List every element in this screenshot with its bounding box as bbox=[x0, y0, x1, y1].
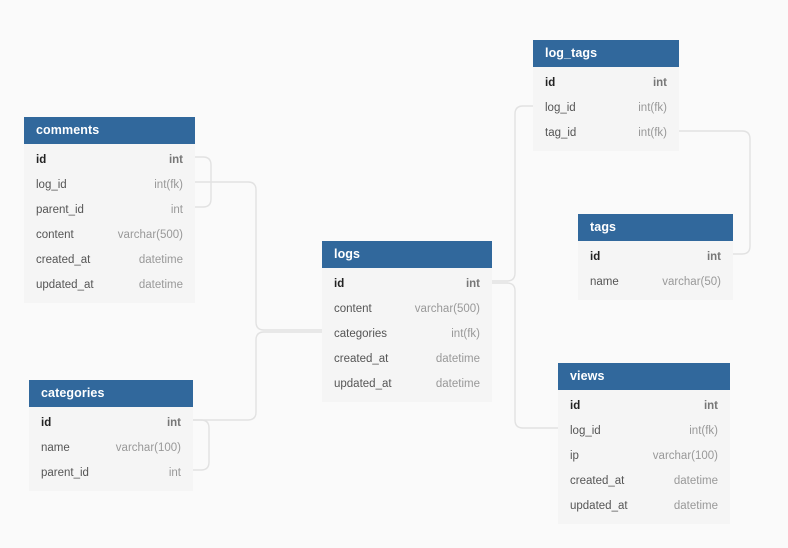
table-title-log_tags: log_tags bbox=[533, 40, 679, 67]
column-row[interactable]: name varchar(50) bbox=[578, 269, 733, 294]
column-type: varchar(500) bbox=[117, 228, 183, 241]
connector-categories-self bbox=[192, 419, 210, 471]
column-row[interactable]: updated_at datetime bbox=[24, 272, 195, 297]
column-name: log_id bbox=[545, 101, 576, 114]
column-name: name bbox=[590, 275, 619, 288]
table-title-views: views bbox=[558, 363, 730, 390]
column-name: id bbox=[545, 76, 556, 89]
column-name: created_at bbox=[570, 474, 625, 487]
column-type: int(fk) bbox=[154, 178, 183, 191]
table-columns-tags: id int name varchar(50) bbox=[578, 241, 733, 300]
column-row[interactable]: id int bbox=[578, 244, 733, 269]
table-title-tags: tags bbox=[578, 214, 733, 241]
column-name: categories bbox=[334, 327, 388, 340]
column-type: int bbox=[652, 76, 667, 89]
column-row[interactable]: created_at datetime bbox=[558, 468, 730, 493]
column-type: int(fk) bbox=[638, 101, 667, 114]
column-type: int bbox=[166, 416, 181, 429]
connector-comments-logs bbox=[194, 181, 323, 331]
connector-categories-logs bbox=[192, 331, 323, 421]
column-name: created_at bbox=[36, 253, 91, 266]
column-row[interactable]: parent_id int bbox=[24, 197, 195, 222]
column-type: datetime bbox=[138, 253, 183, 266]
column-name: parent_id bbox=[36, 203, 84, 216]
column-name: updated_at bbox=[36, 278, 94, 291]
table-columns-comments: id int log_id int(fk) parent_id int content var… bbox=[24, 144, 195, 303]
column-row[interactable]: id int bbox=[533, 70, 679, 95]
table-card-logs[interactable]: logs id int content varchar(500) categories in… bbox=[322, 241, 492, 402]
column-name: name bbox=[41, 441, 70, 454]
table-title-categories: categories bbox=[29, 380, 193, 407]
column-type: datetime bbox=[435, 352, 480, 365]
column-row[interactable]: created_at datetime bbox=[24, 247, 195, 272]
column-type: int bbox=[706, 250, 721, 263]
table-card-comments[interactable]: comments id int log_id int(fk) parent_id int co… bbox=[24, 117, 195, 303]
column-type: int bbox=[465, 277, 480, 290]
connector-logs-views bbox=[491, 282, 559, 429]
column-type: datetime bbox=[138, 278, 183, 291]
column-row[interactable]: id int bbox=[322, 271, 492, 296]
column-row[interactable]: created_at datetime bbox=[322, 346, 492, 371]
column-name: created_at bbox=[334, 352, 389, 365]
column-row[interactable]: updated_at datetime bbox=[558, 493, 730, 518]
column-name: content bbox=[334, 302, 372, 315]
column-name: ip bbox=[570, 449, 579, 462]
column-row[interactable]: id int bbox=[24, 147, 195, 172]
column-name: id bbox=[334, 277, 345, 290]
column-type: varchar(500) bbox=[414, 302, 480, 315]
column-type: varchar(100) bbox=[115, 441, 181, 454]
column-type: datetime bbox=[435, 377, 480, 390]
connector-logs-logtags bbox=[491, 105, 534, 282]
column-row[interactable]: tag_id int(fk) bbox=[533, 120, 679, 145]
column-type: int bbox=[168, 153, 183, 166]
column-row[interactable]: ip varchar(100) bbox=[558, 443, 730, 468]
table-card-tags[interactable]: tags id int name varchar(50) bbox=[578, 214, 733, 300]
table-columns-views: id int log_id int(fk) ip varchar(100) created_… bbox=[558, 390, 730, 524]
column-type: int bbox=[170, 203, 183, 216]
column-type: int(fk) bbox=[689, 424, 718, 437]
table-columns-logs: id int content varchar(500) categories int(fk… bbox=[322, 268, 492, 402]
column-type: int bbox=[168, 466, 181, 479]
column-row[interactable]: updated_at datetime bbox=[322, 371, 492, 396]
column-row[interactable]: name varchar(100) bbox=[29, 435, 193, 460]
column-row[interactable]: content varchar(500) bbox=[322, 296, 492, 321]
column-row[interactable]: parent_id int bbox=[29, 460, 193, 485]
column-type: datetime bbox=[673, 474, 718, 487]
column-row[interactable]: id int bbox=[29, 410, 193, 435]
connector-comments-self bbox=[194, 156, 212, 208]
column-name: id bbox=[36, 153, 47, 166]
table-card-views[interactable]: views id int log_id int(fk) ip varchar(100) cre… bbox=[558, 363, 730, 524]
column-name: log_id bbox=[570, 424, 601, 437]
table-title-logs: logs bbox=[322, 241, 492, 268]
table-columns-categories: id int name varchar(100) parent_id int bbox=[29, 407, 193, 491]
column-type: varchar(50) bbox=[662, 275, 721, 288]
column-type: datetime bbox=[673, 499, 718, 512]
column-row[interactable]: log_id int(fk) bbox=[558, 418, 730, 443]
column-row[interactable]: log_id int(fk) bbox=[533, 95, 679, 120]
column-name: id bbox=[590, 250, 601, 263]
column-name: content bbox=[36, 228, 74, 241]
column-name: parent_id bbox=[41, 466, 89, 479]
column-name: id bbox=[570, 399, 581, 412]
table-title-comments: comments bbox=[24, 117, 195, 144]
column-name: id bbox=[41, 416, 52, 429]
column-name: log_id bbox=[36, 178, 67, 191]
column-row[interactable]: categories int(fk) bbox=[322, 321, 492, 346]
column-name: tag_id bbox=[545, 126, 577, 139]
table-columns-log_tags: id int log_id int(fk) tag_id int(fk) bbox=[533, 67, 679, 151]
column-type: int(fk) bbox=[638, 126, 667, 139]
column-type: int bbox=[703, 399, 718, 412]
table-card-categories[interactable]: categories id int name varchar(100) parent_id… bbox=[29, 380, 193, 491]
column-type: int(fk) bbox=[451, 327, 480, 340]
column-row[interactable]: id int bbox=[558, 393, 730, 418]
column-type: varchar(100) bbox=[652, 449, 718, 462]
column-row[interactable]: content varchar(500) bbox=[24, 222, 195, 247]
column-name: updated_at bbox=[334, 377, 392, 390]
column-name: updated_at bbox=[570, 499, 628, 512]
column-row[interactable]: log_id int(fk) bbox=[24, 172, 195, 197]
